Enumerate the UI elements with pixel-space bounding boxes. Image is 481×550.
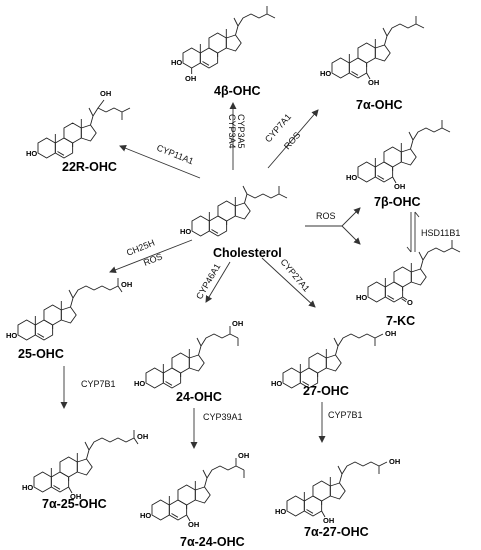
label-cholesterol: Cholesterol [213, 246, 282, 260]
arrow-to-7a-ohc [267, 109, 319, 169]
hydroxyl-group: HO [22, 483, 33, 492]
enzyme-label-ros: ROS [282, 130, 302, 151]
hydroxyl-group: OH [394, 182, 405, 191]
label-4b-ohc: 4β-OHC [214, 84, 261, 98]
label-24-ohc: 24-OHC [176, 390, 222, 404]
label-25-ohc: 25-OHC [18, 347, 64, 361]
molecule-7a-24-ohc: HO OH OH [140, 451, 249, 529]
hydroxyl-group: OH [389, 457, 400, 466]
molecule-7a-ohc: HO OH [320, 15, 425, 87]
hydroxyl-group: HO [356, 293, 367, 302]
enzyme-label-cyp3a4: CYP3A4 [227, 114, 237, 149]
enzyme-label-ros: ROS [142, 251, 164, 268]
arrow-to-25-ohc [109, 239, 193, 274]
hydroxyl-group: OH [137, 432, 148, 441]
hydroxyl-group: HO [140, 511, 151, 520]
arrow-to-22r-ohc [119, 144, 201, 179]
arrow-equilibrium-7b-7kc [406, 211, 420, 253]
label-22r-ohc: 22R-OHC [62, 160, 117, 174]
hydroxyl-group: OH [188, 520, 199, 529]
hydroxyl-group: HO [6, 331, 17, 340]
label-7-kc: 7-KC [386, 314, 415, 328]
arrow-ros-branch [305, 207, 361, 245]
hydroxyl-group: HO [134, 379, 145, 388]
molecule-24-ohc: HO OH [134, 319, 243, 389]
label-7a-25-ohc: 7α-25-OHC [42, 497, 107, 511]
hydroxyl-group: HO [346, 173, 357, 182]
enzyme-label-hsd11b1: HSD11B1 [421, 228, 460, 238]
enzyme-label-cyp7b1: CYP7B1 [328, 410, 363, 420]
hydroxyl-group: OH [323, 516, 334, 525]
enzyme-label-cyp39a1: CYP39A1 [203, 412, 243, 422]
enzyme-label-ros: ROS [316, 211, 336, 221]
molecule-27-ohc: HO OH [271, 329, 396, 389]
hydroxyl-group: OH [185, 74, 196, 83]
molecule-7b-ohc: HO OH [346, 119, 451, 191]
label-7a-24-ohc: 7α-24-OHC [180, 535, 245, 549]
arrow-to-24-ohc [205, 261, 231, 303]
molecule-7a-27-ohc: HO OH OH [275, 457, 400, 525]
label-27-ohc: 27-OHC [303, 384, 349, 398]
hydroxyl-group: HO [275, 507, 286, 516]
hydroxyl-group: HO [180, 227, 191, 236]
hydroxyl-group: OH [368, 78, 379, 87]
keto-group: O [407, 298, 413, 307]
hydroxyl-group: OH [121, 280, 132, 289]
hydroxyl-group: HO [26, 149, 37, 158]
label-7b-ohc: 7β-OHC [374, 195, 421, 209]
label-7a-ohc: 7α-OHC [356, 98, 403, 112]
enzyme-label-cyp3a5: CYP3A5 [236, 114, 246, 149]
hydroxyl-group: OH [238, 451, 249, 460]
enzyme-label-cyp7b1: CYP7B1 [81, 379, 116, 389]
hydroxyl-group: OH [232, 319, 243, 328]
hydroxyl-group: OH [100, 89, 111, 98]
hydroxyl-group: OH [385, 329, 396, 338]
molecule-25-ohc: HO OH [6, 278, 132, 341]
molecule-7-kc: HO O [356, 239, 461, 307]
molecule-4b-ohc: HO OH [171, 5, 276, 83]
label-7a-27-ohc: 7α-27-OHC [304, 525, 369, 539]
molecule-7a-25-ohc: HO OH OH [22, 430, 148, 501]
molecule-22r-ohc: HO OH [26, 89, 131, 159]
molecule-cholesterol: HO [180, 185, 288, 237]
hydroxyl-group: HO [320, 69, 331, 78]
hydroxyl-group: OH [70, 492, 81, 501]
hydroxyl-group: HO [171, 58, 182, 67]
arrow-to-27-ohc [261, 257, 316, 308]
hydroxyl-group: HO [271, 379, 282, 388]
